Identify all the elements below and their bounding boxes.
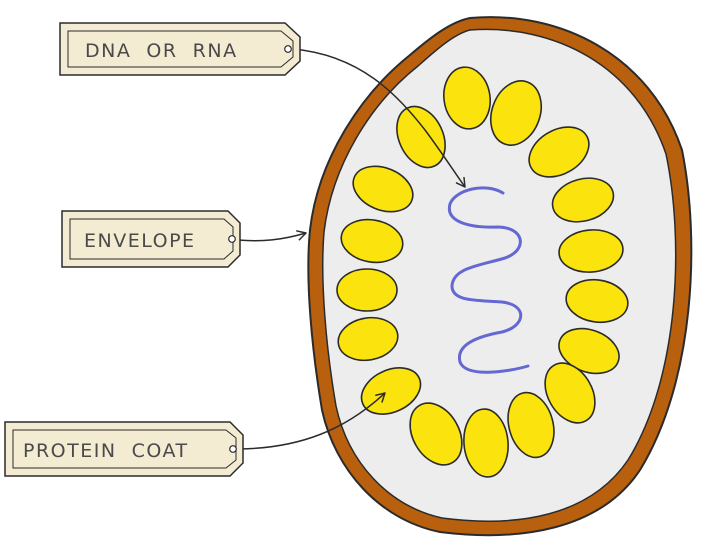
capsomere [528,126,590,178]
protein-coat-tag: PROTEIN COAT [4,421,244,477]
capsomere [337,316,399,362]
capsomere [558,327,620,375]
protein-coat-label: PROTEIN COAT [23,440,189,462]
capsomere [443,66,491,130]
capsomere [489,80,543,146]
capsomere [352,165,414,213]
capsomere [565,278,629,324]
protein-coat [336,66,629,478]
nucleic-acid-leader-line [292,48,466,188]
envelope-label: ENVELOPE [84,230,196,252]
capsomere [336,268,398,312]
nucleic-acid-strand [447,186,530,374]
nucleic-acid-label: DNA OR RNA [85,40,238,62]
envelope-tag: ENVELOPE [61,210,241,268]
envelope-leader-line [237,230,307,242]
capsomere [558,229,624,273]
tag-hole-icon [284,45,292,53]
capsomere [340,218,404,264]
capsomere [507,391,555,459]
tag-hole-icon [228,235,236,243]
capsomere [463,408,509,478]
nucleic-acid-tag: DNA OR RNA [59,22,301,76]
capsomere [409,402,463,466]
tag-hole-icon [229,445,237,453]
protein-coat-leader-line [239,392,386,450]
capsomere [544,362,596,424]
capsomere [551,177,615,223]
